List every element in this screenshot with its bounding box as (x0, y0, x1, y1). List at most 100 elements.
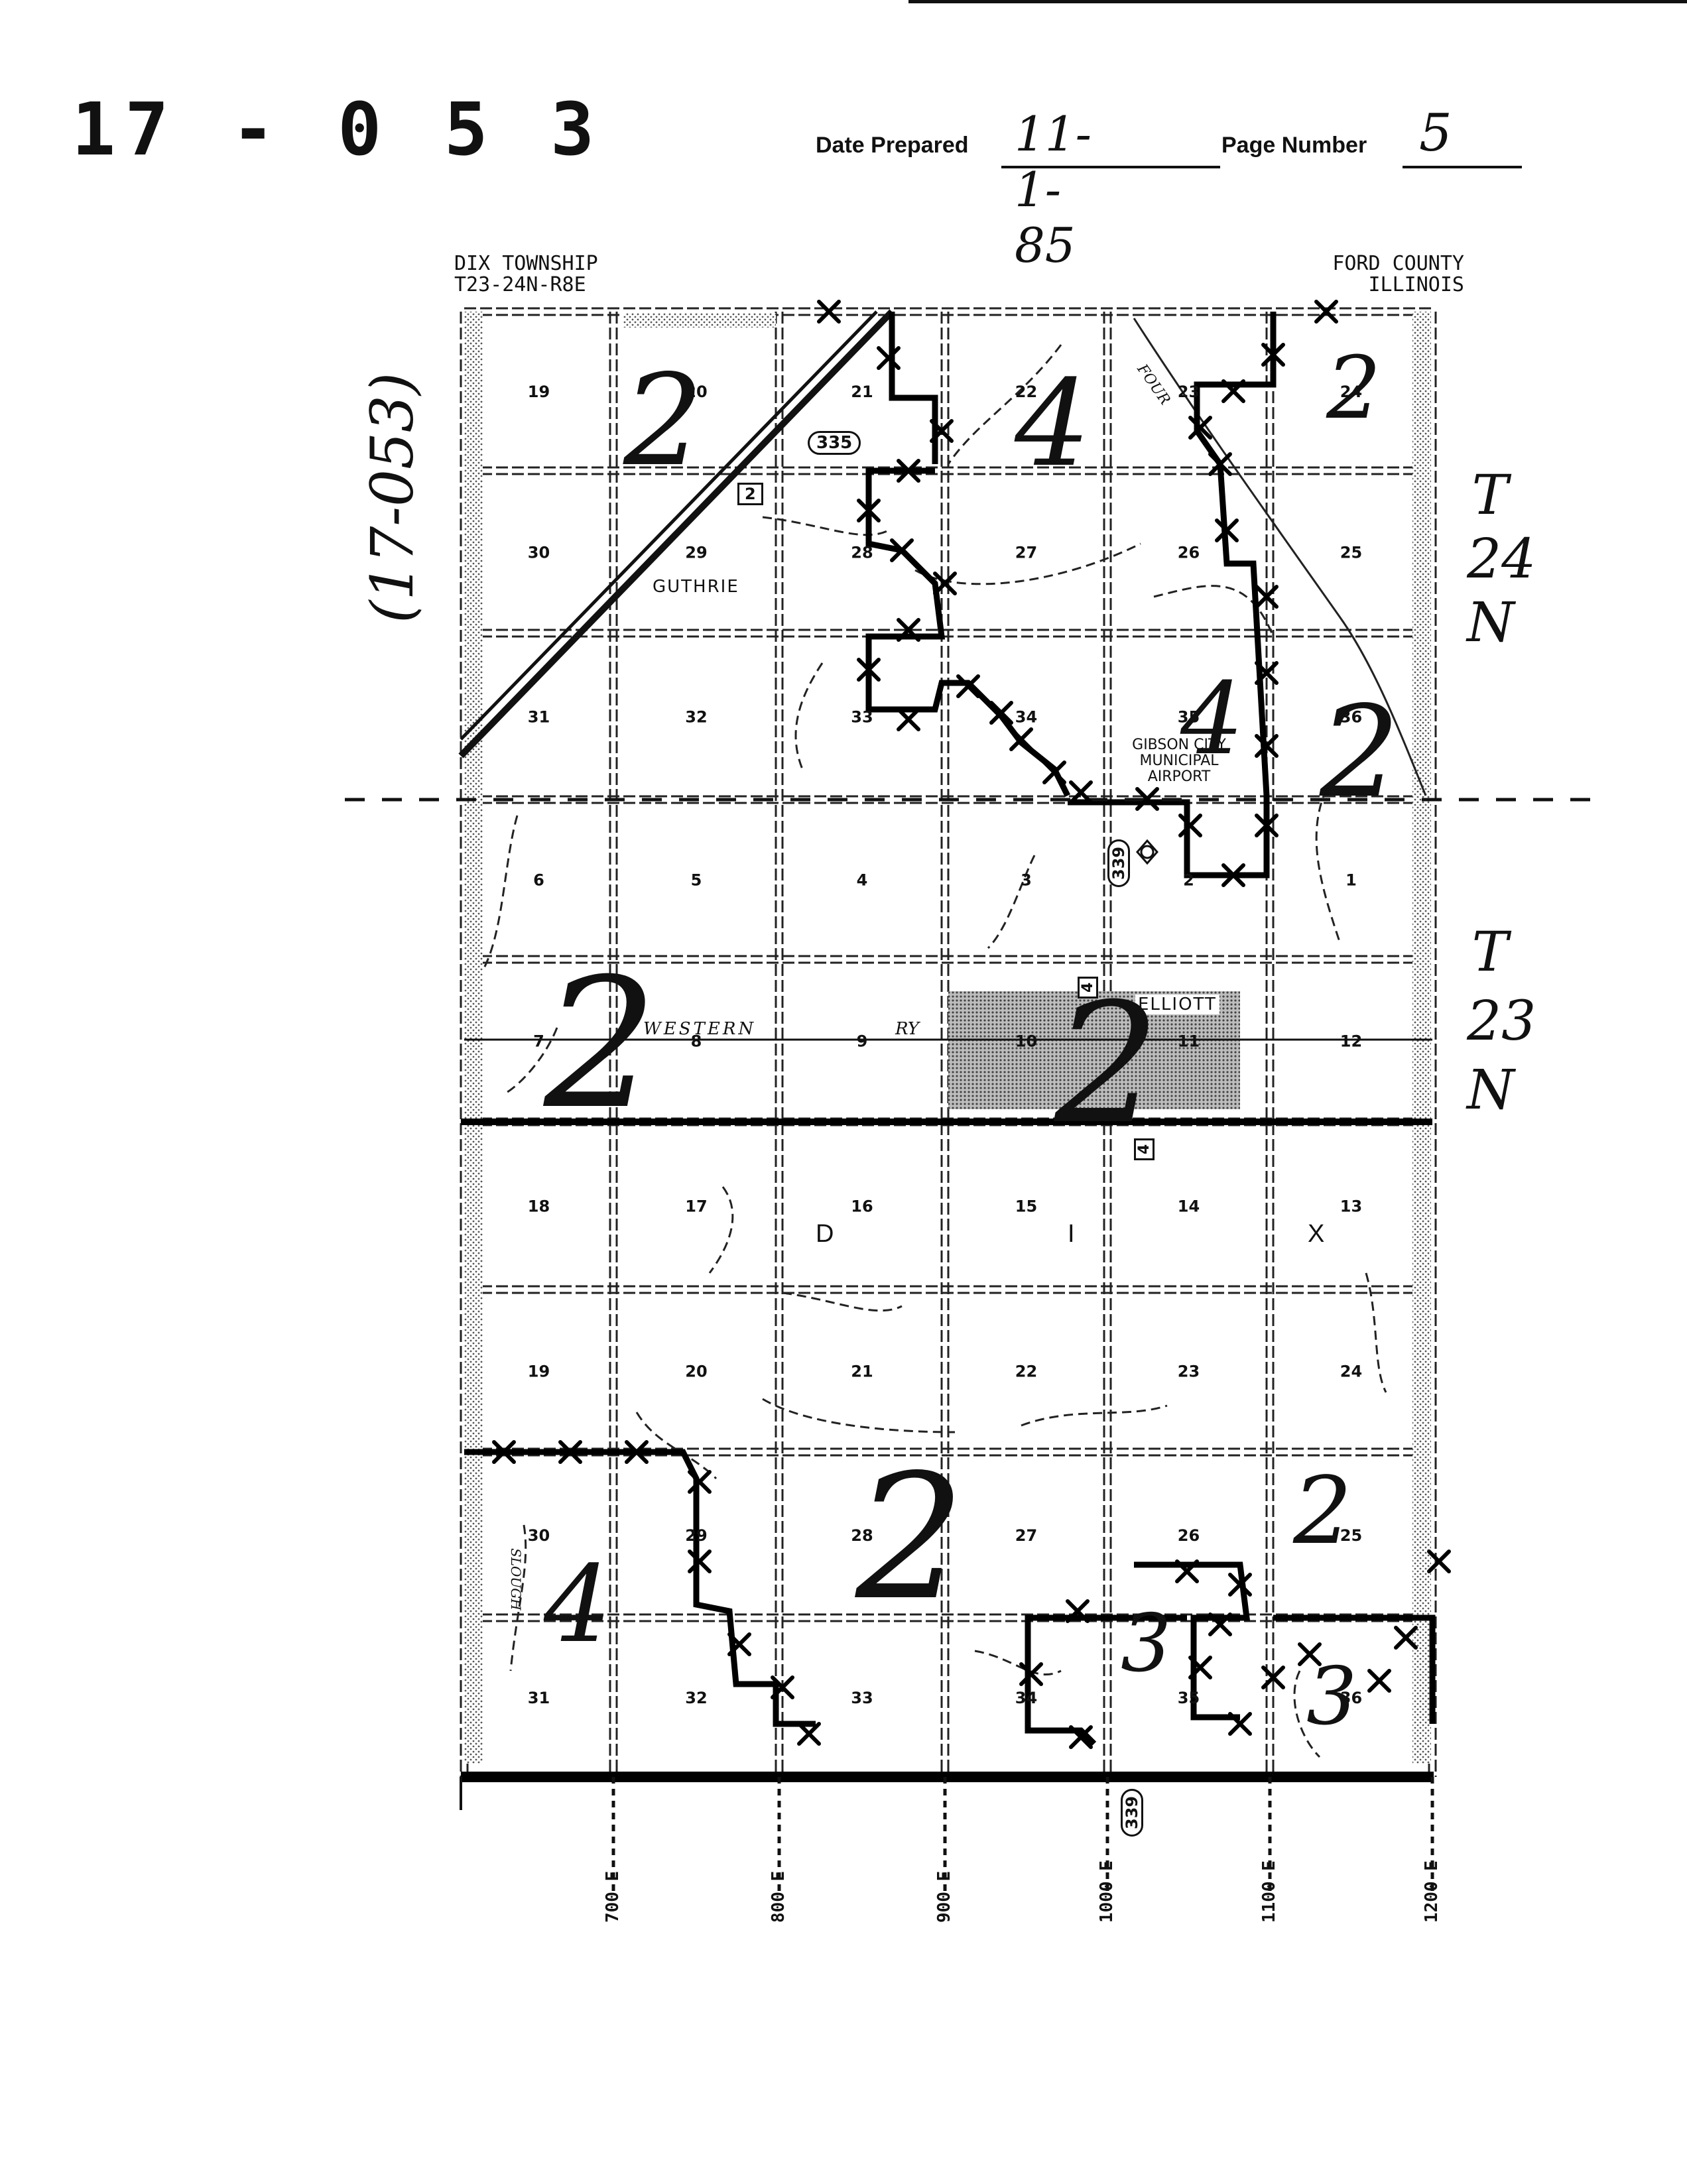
document-id: 17 - 0 5 3 (72, 87, 604, 172)
lower-section-30: 30 (528, 1526, 550, 1545)
cross-mark (897, 618, 920, 642)
upper-section-24: 24 (1340, 383, 1362, 401)
page-underline (1403, 166, 1522, 168)
lower-section-8: 8 (691, 1032, 702, 1051)
cross-mark (897, 707, 920, 731)
cross-mark (688, 1549, 712, 1573)
range-road-label-2: 900 E (934, 1870, 954, 1923)
guthrie-label: GUTHRIE (653, 577, 739, 597)
page-number-value: 5 (1419, 103, 1452, 163)
zone-mark-2: 2 (1054, 967, 1160, 1160)
zone-mark-4: 4 (1180, 662, 1244, 777)
date-prepared-row: Date Prepared 11-1-85 Page Number 5 (816, 103, 1522, 273)
cross-mark (890, 538, 914, 562)
zone-mark-3: 3 (1306, 1651, 1357, 1743)
zone-mark-2: 2 (1293, 1457, 1353, 1565)
lower-section-27: 27 (1015, 1526, 1037, 1545)
lower-section-18: 18 (528, 1197, 550, 1216)
cross-mark (1255, 661, 1279, 685)
route-shield-335: 335 (808, 431, 861, 455)
cross-mark (1228, 1573, 1252, 1597)
cross-mark (989, 701, 1013, 725)
lower-section-16: 16 (851, 1197, 873, 1216)
route-shield-339-south: 339 (1121, 1788, 1143, 1837)
lower-section-20: 20 (685, 1363, 707, 1381)
cross-mark (492, 1440, 516, 1464)
cross-mark (1367, 1669, 1391, 1693)
cross-mark (933, 572, 957, 595)
cross-mark (1208, 452, 1232, 476)
lower-section-1: 1 (1345, 871, 1357, 890)
township-label-23n: T 23 N (1467, 918, 1536, 1125)
railway-label-western: WESTERN (643, 1019, 757, 1039)
lower-section-25: 25 (1340, 1526, 1362, 1545)
lower-section-31: 31 (528, 1689, 550, 1707)
cross-mark (625, 1440, 649, 1464)
airport-label-line1: GIBSON CITY (1132, 737, 1226, 753)
cross-mark (558, 1440, 582, 1464)
cross-mark (817, 300, 841, 324)
handwritten-file-number: (17-053) (358, 372, 426, 623)
lower-section-21: 21 (851, 1363, 873, 1381)
upper-section-21: 21 (851, 383, 873, 401)
upper-section-29: 29 (685, 544, 707, 562)
cross-mark (727, 1632, 751, 1656)
lower-section-10: 10 (1015, 1032, 1037, 1051)
cross-mark (771, 1675, 794, 1699)
cross-mark (1042, 760, 1066, 784)
cross-mark (857, 658, 881, 682)
township-23n-number: 23 (1467, 990, 1536, 1053)
cross-mark (857, 499, 881, 522)
cross-mark (1427, 1549, 1451, 1573)
lower-section-28: 28 (851, 1526, 873, 1545)
range-road-label-5: 1200 E (1422, 1860, 1442, 1923)
upper-section-35: 35 (1178, 708, 1200, 727)
zone-mark-3: 3 (1121, 1598, 1172, 1690)
upper-section-25: 25 (1340, 544, 1362, 562)
lower-section-34: 34 (1015, 1689, 1037, 1707)
lower-section-35: 35 (1178, 1689, 1200, 1707)
lower-section-17: 17 (685, 1197, 707, 1216)
cross-mark (956, 674, 980, 698)
page-number-label: Page Number (1221, 133, 1367, 158)
cross-mark (1178, 814, 1202, 837)
lower-section-22: 22 (1015, 1363, 1037, 1381)
lower-section-9: 9 (857, 1032, 868, 1051)
cross-mark (1009, 727, 1033, 751)
cross-mark (1066, 1599, 1090, 1623)
date-underline (1001, 166, 1220, 168)
route-shield-2: 2 (737, 483, 763, 505)
upper-section-30: 30 (528, 544, 550, 562)
upper-section-32: 32 (685, 708, 707, 727)
cross-mark (1228, 1712, 1252, 1736)
airport-label: GIBSON CITY MUNICIPAL AIRPORT (1126, 737, 1232, 785)
cross-mark (1255, 814, 1279, 837)
lower-section-14: 14 (1178, 1197, 1200, 1216)
range-road-lines (611, 1777, 1434, 1896)
upper-section-36: 36 (1340, 708, 1362, 727)
zone-mark-2: 2 (1326, 337, 1381, 438)
railway-label-ry: RY (895, 1019, 919, 1039)
county-title-line2: ILLINOIS (1368, 273, 1465, 296)
township-24n-n: N (1467, 591, 1515, 654)
cross-mark (1255, 734, 1279, 758)
township-24n-t: T (1471, 464, 1509, 527)
zone-mark-2: 2 (1320, 679, 1400, 825)
cross-mark (1208, 1612, 1232, 1636)
cross-mark (1314, 300, 1338, 324)
cross-mark (1221, 863, 1245, 887)
lower-section-33: 33 (851, 1689, 873, 1707)
lower-section-2: 2 (1183, 871, 1194, 890)
airport-symbol (1135, 839, 1159, 865)
elliott-label: ELLIOTT (1135, 995, 1219, 1014)
cross-mark (1069, 1725, 1093, 1749)
cross-mark (1298, 1642, 1322, 1666)
county-title: FORD COUNTY ILLINOIS (1318, 253, 1464, 296)
upper-section-26: 26 (1178, 544, 1200, 562)
cross-mark (797, 1722, 821, 1746)
range-road-label-4: 1100 E (1259, 1860, 1279, 1923)
slough-label: SLOUGH (508, 1548, 524, 1610)
lower-section-29: 29 (685, 1526, 707, 1545)
